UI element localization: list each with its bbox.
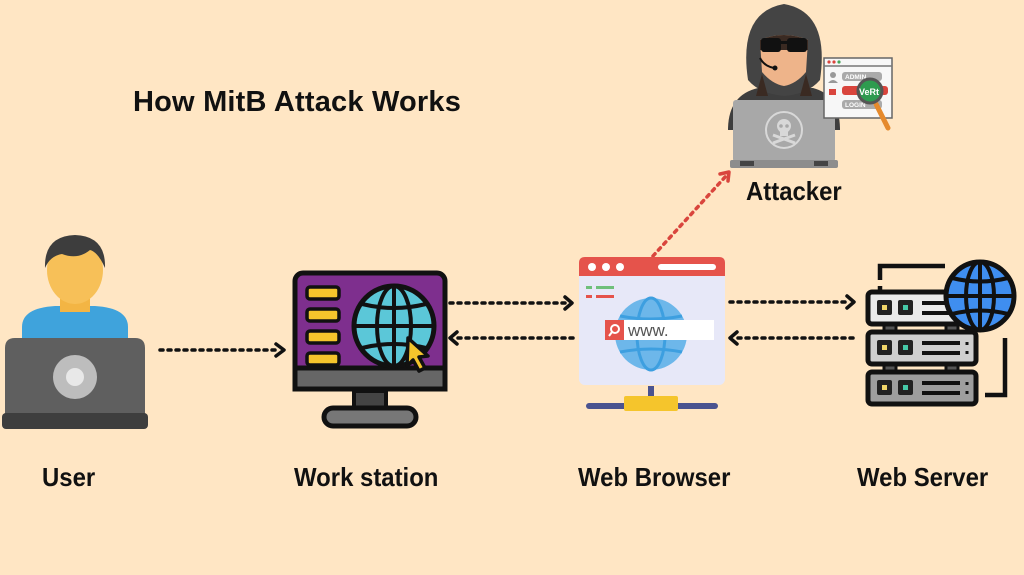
login-field: LOGIN xyxy=(845,102,866,109)
attacker-label: Attacker xyxy=(746,176,842,206)
address-bar xyxy=(622,320,714,340)
hooded-hacker-laptop-icon: ADMIN LOGIN VeRt xyxy=(728,4,893,168)
server-unit xyxy=(865,369,979,407)
browser-node: www. xyxy=(578,256,728,416)
arrow-user-to-workstation xyxy=(158,342,286,358)
workstation-node xyxy=(292,270,450,432)
server-unit xyxy=(865,329,979,367)
user-node xyxy=(0,230,150,432)
magnifier-icon: VeRt xyxy=(856,77,891,131)
user-label: User xyxy=(42,462,96,492)
diagram-title: How MitB Attack Works xyxy=(133,86,462,118)
arrow-browser-to-server xyxy=(728,294,856,310)
browser-window-globe-icon: www. xyxy=(579,257,725,411)
globe-icon xyxy=(943,259,1017,333)
attacker-node: ADMIN LOGIN VeRt xyxy=(718,0,898,172)
arrow-browser-to-workstation xyxy=(448,330,576,346)
arrow-browser-to-attacker xyxy=(651,170,731,258)
arrow-server-to-browser xyxy=(728,330,858,346)
server-label: Web Server xyxy=(857,462,989,492)
skull-icon xyxy=(765,111,803,149)
address-text: www. xyxy=(627,321,669,340)
admin-field: ADMIN xyxy=(845,74,867,81)
server-rack-globe-icon xyxy=(865,259,1017,407)
browser-label: Web Browser xyxy=(578,462,731,492)
arrow-workstation-to-browser xyxy=(448,295,574,311)
magnifier-text: VeRt xyxy=(859,87,879,97)
server-node xyxy=(860,258,1020,410)
user-laptop-icon xyxy=(2,235,148,429)
workstation-label: Work station xyxy=(294,462,439,492)
desktop-monitor-globe-icon xyxy=(292,270,448,429)
cursor-icon xyxy=(405,336,430,373)
